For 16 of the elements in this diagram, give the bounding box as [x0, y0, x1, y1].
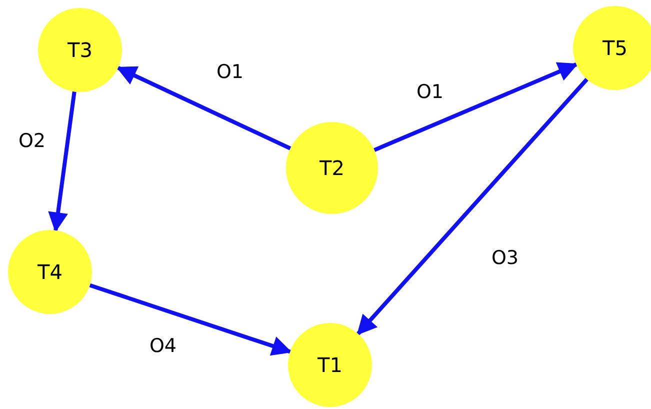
- edge-label: O2: [18, 130, 46, 152]
- node-label: T4: [38, 260, 62, 284]
- edge-label: O1: [216, 61, 244, 83]
- arrow: [374, 62, 578, 152]
- arrow: [48, 91, 76, 232]
- node-label: T5: [602, 36, 628, 60]
- node-label: T1: [318, 353, 342, 377]
- edge-label: O1: [416, 81, 444, 103]
- node-label: T3: [68, 38, 92, 62]
- arrow: [89, 283, 292, 356]
- node-label: T2: [320, 156, 344, 180]
- edge-label: O3: [491, 247, 519, 269]
- arrow: [356, 78, 588, 336]
- edge-label: O4: [149, 335, 177, 357]
- node-circle: [573, 6, 651, 90]
- arrow: [116, 66, 292, 150]
